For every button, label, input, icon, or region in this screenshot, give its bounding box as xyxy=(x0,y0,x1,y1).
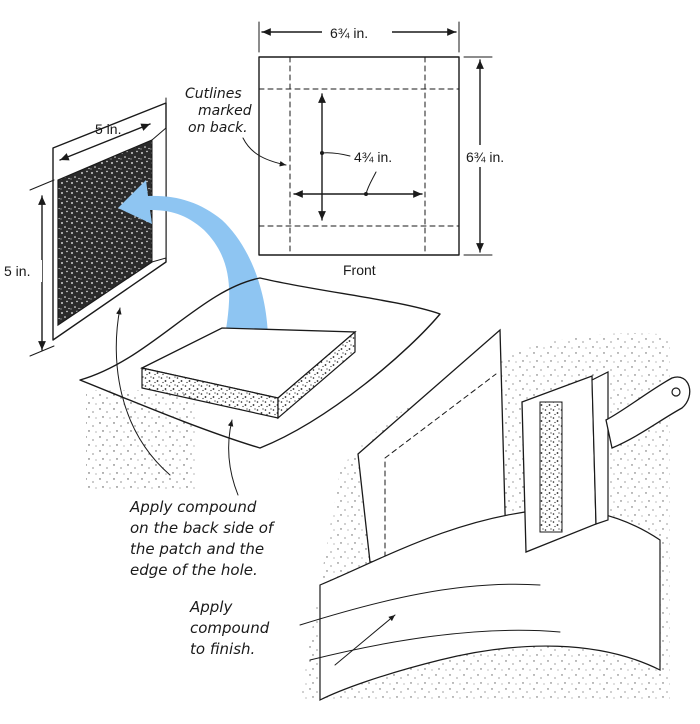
label-backdrop xyxy=(2,260,42,282)
hole-cavity xyxy=(57,139,153,327)
cutlines-text-1: Cutlines xyxy=(185,86,242,102)
hole-width-label: 5 in. xyxy=(95,121,121,137)
front-patch-drawing: 4¾ in. 6¾ in. 6¾ in. Front xyxy=(258,21,524,278)
finishing-scene xyxy=(299,328,691,701)
cutlines-callout: Cutlines marked on back. xyxy=(185,86,287,167)
compound-layer xyxy=(319,508,661,701)
patch-cutline xyxy=(384,373,497,567)
knife-ferrule xyxy=(591,371,609,525)
apply-finish-text-3: to finish. xyxy=(190,640,255,658)
finish-pointer xyxy=(334,614,396,666)
lift-arrow xyxy=(118,180,269,352)
wall-plane xyxy=(52,102,167,341)
gypsum-end xyxy=(277,330,356,420)
cutlines-text-2: marked xyxy=(198,103,252,119)
apply-back-text-4: edge of the hole. xyxy=(130,561,258,579)
apply-back-text-1: Apply compound xyxy=(129,498,257,516)
leader-line xyxy=(321,152,351,157)
cutlines-text-3: on back. xyxy=(188,120,248,136)
patch-width-label: 6¾ in. xyxy=(330,25,368,41)
knife-handle xyxy=(605,376,691,449)
wall-hole-drawing: 5 in. 5 in. xyxy=(2,97,167,357)
apply-back-text-2: on the back side of xyxy=(130,519,276,537)
label-backdrop xyxy=(464,145,524,167)
knife-shadow xyxy=(539,401,563,533)
patch-on-paper xyxy=(79,277,441,490)
inner-square-label: 4¾ in. xyxy=(354,149,392,165)
handle-hole xyxy=(671,387,681,397)
apply-finish-text-2: compound xyxy=(190,619,270,637)
apply-back-callout: Apply compound on the back side of the p… xyxy=(129,498,276,579)
label-backdrop xyxy=(322,22,392,42)
leader-line xyxy=(365,171,377,195)
cutlines-pointer xyxy=(242,137,287,167)
compound-strokes xyxy=(299,583,561,661)
paper-backing xyxy=(79,277,441,449)
apply-finish-callout: Apply compound to finish. xyxy=(189,598,270,658)
front-label: Front xyxy=(343,262,376,278)
extension-line xyxy=(29,179,55,191)
apply-finish-text-1: Apply xyxy=(189,598,233,616)
pointer-to-patch xyxy=(227,419,239,496)
patch-height-label: 6¾ in. xyxy=(466,149,504,165)
wall-texture xyxy=(86,390,196,490)
hole-width-arrow xyxy=(59,123,151,161)
extension-line xyxy=(29,345,55,357)
hole-height-label: 5 in. xyxy=(4,263,30,279)
apply-back-text-3: the patch and the xyxy=(130,540,264,558)
pointer-to-hole xyxy=(115,307,171,476)
hole-edge xyxy=(151,126,167,263)
